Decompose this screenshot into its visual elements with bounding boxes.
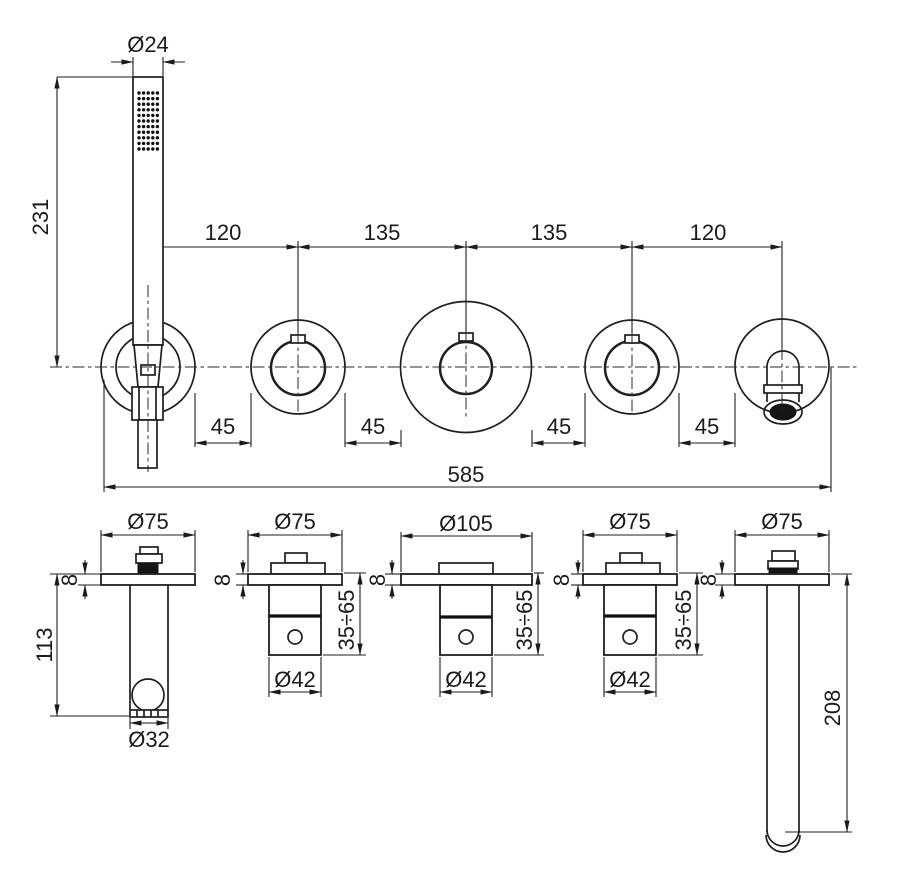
valve-knob-tabs [290,332,640,344]
dim-plate-4: Ø75 [609,509,651,534]
dim-spacing-4: 120 [690,220,727,245]
valve-side-view-1 [247,552,343,656]
dim-plate-1: Ø75 [127,509,169,534]
thermostat-side-view [400,562,533,656]
centerlines [50,285,858,472]
dim-plate-3: Ø105 [439,511,493,536]
dimension-labels: Ø24 231 120 135 135 120 45 45 45 45 585 … [28,32,845,752]
dim-thickness-1: 8 [57,574,82,586]
dim-plate-5: Ø75 [761,509,803,534]
spout-side-view [734,550,830,853]
dim-holder-projection: 113 [32,627,57,662]
dim-gap-1: 45 [211,414,235,439]
valve-side-view-2 [582,552,678,656]
extension-lines-top [57,57,832,492]
spout-front-view [763,350,803,425]
dim-handshower-length: 231 [28,199,53,236]
dim-thickness-4: 8 [549,574,574,586]
dim-handshower-diameter: Ø24 [127,32,169,57]
dim-spacing-3: 135 [531,220,568,245]
dim-spout-length: 208 [820,690,845,727]
dim-overall-width: 585 [448,462,485,487]
dim-gap-3: 45 [547,414,571,439]
dim-depth-range-1: 35÷65 [334,589,359,650]
dim-valve-body-1: Ø42 [274,667,316,692]
dim-thickness-2: 8 [210,574,235,586]
holder-side-view [100,546,196,718]
dim-gap-4: 45 [695,414,719,439]
dim-holder-outlet: Ø32 [128,727,170,752]
dim-spacing-2: 135 [364,220,401,245]
dim-depth-range-3: 35÷65 [671,589,696,650]
dim-gap-2: 45 [361,414,385,439]
dimension-lines-top [54,59,832,490]
dim-plate-2: Ø75 [274,509,316,534]
dim-valve-body-3: Ø42 [609,667,651,692]
dimension-lines-bottom [54,532,850,833]
dim-depth-range-2: 35÷65 [512,589,537,650]
dim-valve-body-2: Ø42 [445,667,487,692]
spray-face-dots [137,91,160,151]
dim-thickness-3: 8 [365,574,390,586]
dim-spacing-1: 120 [205,220,242,245]
dim-thickness-5: 8 [696,574,721,586]
